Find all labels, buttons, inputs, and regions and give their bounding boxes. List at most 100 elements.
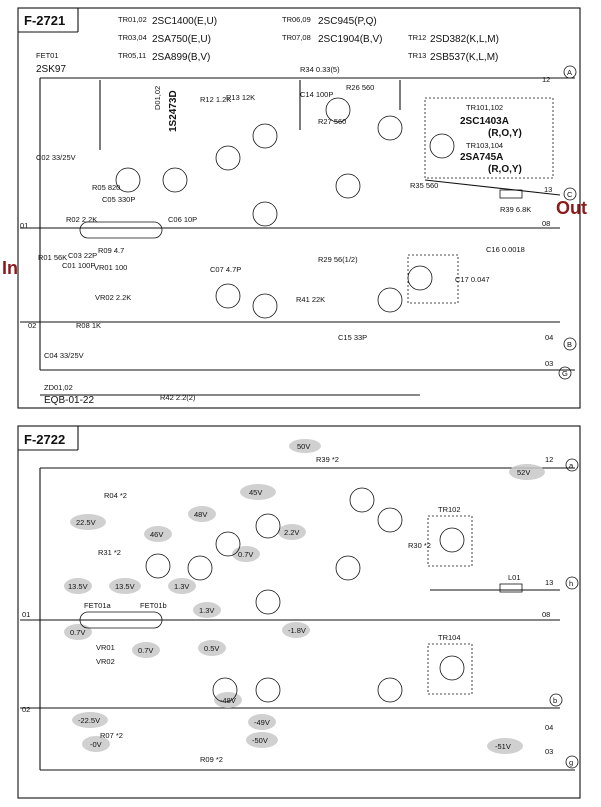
svg-text:-22.5V: -22.5V [78, 716, 100, 725]
connector-a-b2 [565, 458, 579, 472]
board2-title: F-2722 [24, 432, 65, 447]
output-annotation: Out [556, 198, 587, 218]
svg-text:R09 4.7: R09 4.7 [98, 246, 124, 255]
svg-text:12: 12 [542, 75, 550, 84]
tr12-transistor-b2 [377, 507, 403, 533]
svg-text:1.3V: 1.3V [199, 606, 214, 615]
tr08-transistor [325, 97, 351, 123]
board1-part-list: TR01,02 2SC1400(E,U) TR03,04 2SA750(E,U)… [36, 15, 499, 75]
svg-text:2SA750(E,U): 2SA750(E,U) [152, 34, 211, 45]
svg-text:R26 560: R26 560 [346, 83, 374, 92]
tr01-transistor-b2 [145, 553, 171, 579]
svg-text:R29 56(1/2): R29 56(1/2) [318, 255, 358, 264]
svg-text:R31 *2: R31 *2 [98, 548, 121, 557]
tr06-transistor [252, 201, 278, 227]
svg-text:2SA745A: 2SA745A [460, 152, 503, 163]
svg-text:R42 2.2(2): R42 2.2(2) [160, 393, 196, 402]
board-f2721: F-2721 TR01,02 2SC1400(E,U) TR03,04 2SA7… [17, 7, 581, 409]
svg-text:03: 03 [545, 359, 553, 368]
tr102-transistor [439, 527, 465, 553]
svg-text:g: g [569, 758, 573, 767]
svg-text:C15 33P: C15 33P [338, 333, 367, 342]
svg-text:R27 560: R27 560 [318, 117, 346, 126]
tr03-transistor [215, 145, 241, 171]
svg-text:(R,O,Y): (R,O,Y) [488, 128, 522, 139]
svg-text:-51V: -51V [495, 742, 511, 751]
svg-text:08: 08 [542, 219, 550, 228]
svg-text:TR102: TR102 [438, 505, 461, 514]
svg-text:2.2V: 2.2V [284, 528, 299, 537]
svg-text:TR104: TR104 [438, 633, 461, 642]
svg-text:R35 560: R35 560 [410, 181, 438, 190]
input-annotation: In [2, 258, 18, 278]
board1-frame [17, 7, 581, 409]
svg-text:50V: 50V [297, 442, 310, 451]
board1-transistors [115, 97, 459, 319]
tr02-transistor-b2 [187, 555, 213, 581]
svg-text:a: a [569, 461, 574, 470]
voltage-highlights [64, 439, 545, 754]
svg-text:2SK97: 2SK97 [36, 64, 66, 75]
svg-text:R30 *2: R30 *2 [408, 541, 431, 550]
svg-text:-0V: -0V [90, 740, 102, 749]
svg-text:04: 04 [545, 723, 553, 732]
svg-text:VR02 2.2K: VR02 2.2K [95, 293, 131, 302]
svg-text:08: 08 [542, 610, 550, 619]
svg-text:R39 *2: R39 *2 [316, 455, 339, 464]
tr13-transistor [407, 265, 433, 291]
svg-text:C03 22P: C03 22P [68, 251, 97, 260]
svg-text:12: 12 [545, 455, 553, 464]
svg-text:0.7V: 0.7V [70, 628, 85, 637]
svg-text:VR01: VR01 [96, 643, 115, 652]
svg-text:FET01: FET01 [36, 51, 59, 60]
board1-title: F-2721 [24, 13, 65, 28]
svg-text:R09 *2: R09 *2 [200, 755, 223, 764]
connector-b [563, 337, 577, 351]
tr104-box [427, 643, 473, 695]
tr05-transistor [252, 123, 278, 149]
svg-text:A: A [567, 68, 572, 77]
svg-text:TR01,02: TR01,02 [118, 15, 147, 24]
connector-a [563, 65, 577, 79]
svg-text:22.5V: 22.5V [76, 518, 96, 527]
svg-text:45V: 45V [249, 488, 262, 497]
svg-text:G: G [562, 369, 568, 378]
tr03-transistor-b2 [215, 531, 241, 557]
diode-d01-label: D01,02 [153, 86, 162, 110]
svg-text:R13 12K: R13 12K [226, 93, 255, 102]
svg-text:R01 56K: R01 56K [38, 253, 67, 262]
svg-text:TR06,09: TR06,09 [282, 15, 311, 24]
connector-g-b2 [565, 755, 579, 769]
svg-text:TR12: TR12 [408, 33, 426, 42]
tr10-transistor [377, 115, 403, 141]
svg-text:L01: L01 [508, 573, 521, 582]
svg-text:R07 *2: R07 *2 [100, 731, 123, 740]
svg-text:2SA899(B,V): 2SA899(B,V) [152, 52, 210, 63]
svg-text:0.7V: 0.7V [138, 646, 153, 655]
svg-text:13.5V: 13.5V [68, 582, 88, 591]
svg-text:h: h [569, 579, 573, 588]
connector-c [563, 187, 577, 201]
fet01-pair [79, 221, 163, 239]
tr04-transistor-b2 [212, 677, 238, 703]
tr05-transistor-b2 [255, 513, 281, 539]
svg-text:C07 4.7P: C07 4.7P [210, 265, 241, 274]
svg-text:1.3V: 1.3V [174, 582, 189, 591]
svg-text:TR101,102: TR101,102 [466, 103, 503, 112]
board2-transistors [145, 487, 473, 703]
board2-component-labels: R39 *2 R04 *2 R31 *2 R30 *2 R07 *2 R09 *… [84, 455, 521, 764]
svg-text:R41 22K: R41 22K [296, 295, 325, 304]
tr04-transistor [215, 283, 241, 309]
svg-text:TR03,04: TR03,04 [118, 33, 147, 42]
svg-text:0.5V: 0.5V [204, 644, 219, 653]
tr01-transistor [115, 167, 141, 193]
svg-text:(R,O,Y): (R,O,Y) [488, 164, 522, 175]
svg-text:13.5V: 13.5V [115, 582, 135, 591]
voltage-labels: 50V 52V 22.5V 46V 48V 45V 2.2V 0.7V 13.5… [68, 442, 530, 751]
svg-text:46V: 46V [150, 530, 163, 539]
connector-h-b2 [565, 576, 579, 590]
diode-d01-part: 1S2473D [168, 90, 179, 132]
svg-text:C16 0.0018: C16 0.0018 [486, 245, 525, 254]
svg-text:2SD382(K,L,M): 2SD382(K,L,M) [430, 34, 499, 45]
svg-text:R08 1K: R08 1K [76, 321, 101, 330]
